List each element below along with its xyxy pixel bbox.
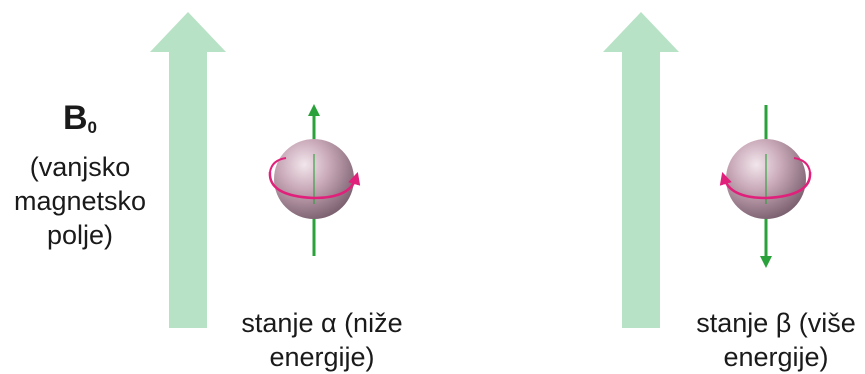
rotation-ring-beta [719, 171, 812, 200]
field-subscript: 0 [87, 118, 98, 137]
field-arrow-right [603, 12, 679, 328]
field-arrow-left [150, 12, 226, 328]
nucleus-alpha [268, 104, 361, 256]
state-beta-line1: stanje β (više [696, 308, 856, 338]
rotation-ring-alpha [268, 171, 361, 200]
field-description: (vanjsko magnetsko polje) [13, 152, 147, 250]
field-label: B0 (vanjsko magnetsko polje) [0, 96, 160, 252]
state-beta-label: stanje β (više energije) [676, 306, 865, 374]
state-beta-line2: energije) [723, 342, 829, 372]
state-alpha-line1: stanje α (niže [241, 308, 403, 338]
state-alpha-line2: energije) [269, 342, 375, 372]
nucleus-beta [719, 105, 812, 268]
state-alpha-label: stanje α (niže energije) [222, 306, 422, 374]
field-symbol: B0 [62, 99, 98, 137]
